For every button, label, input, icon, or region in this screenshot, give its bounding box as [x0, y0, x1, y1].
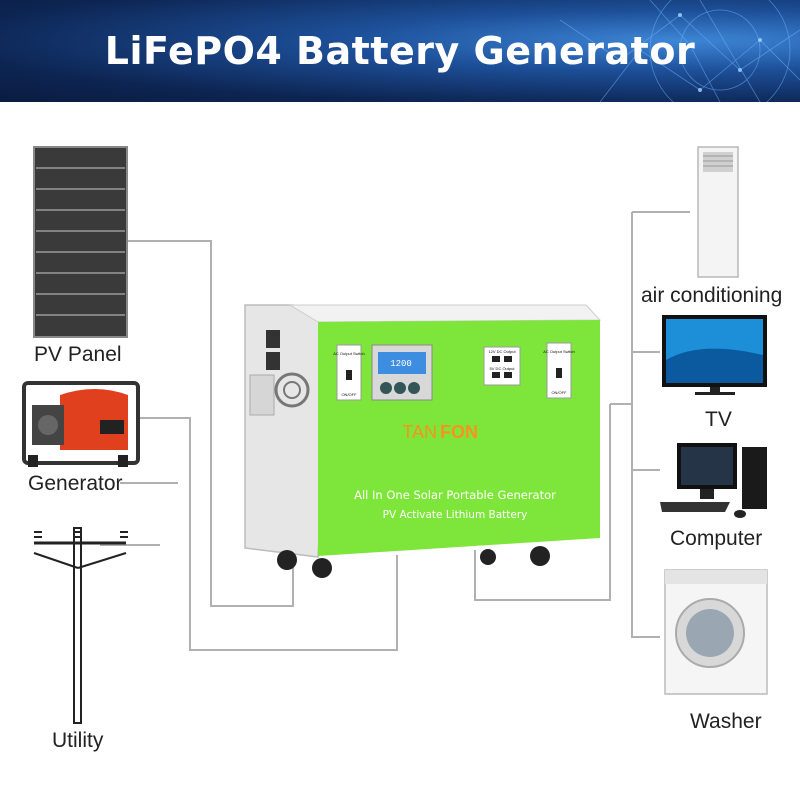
label-generator: Generator: [28, 472, 123, 495]
air-conditioner-icon: [697, 146, 739, 278]
ac-switch-label-left: AC Output Switch: [333, 351, 365, 356]
computer-icon: [660, 443, 767, 518]
washer-icon: [664, 569, 768, 695]
label-pv-panel: PV Panel: [34, 343, 122, 366]
label-tv: TV: [705, 408, 732, 431]
display-reading: 1200: [390, 359, 412, 369]
connector-lines: [100, 211, 690, 651]
brand-left: TAN: [402, 422, 437, 442]
switch-state-left: ON/OFF: [341, 392, 357, 397]
solar-panel-icon: [33, 146, 128, 338]
utility-pole-icon: [33, 527, 128, 724]
label-air-conditioning: air conditioning: [641, 284, 783, 307]
slogan-line-2: PV Activate Lithium Battery: [383, 509, 528, 521]
generator-icon: [22, 381, 140, 467]
label-utility: Utility: [52, 729, 104, 752]
dc-12v-label: 12V DC Output: [488, 349, 516, 354]
switch-state-right: ON/OFF: [551, 390, 567, 395]
label-computer: Computer: [670, 527, 763, 550]
dc-5v-label: 5V DC Output: [490, 366, 516, 371]
network-pattern-icon: [559, 0, 800, 102]
ac-switch-label-right: AC Output Switch: [543, 349, 575, 354]
page-title: LiFePO4 Battery Generator: [104, 29, 696, 73]
brand-right: FON: [440, 422, 478, 442]
title-banner: LiFePO4 Battery Generator: [0, 0, 800, 102]
label-washer: Washer: [690, 710, 762, 733]
tv-icon: [662, 315, 767, 395]
slogan-line-1: All In One Solar Portable Generator: [354, 488, 556, 502]
battery-generator-unit: [244, 304, 602, 578]
